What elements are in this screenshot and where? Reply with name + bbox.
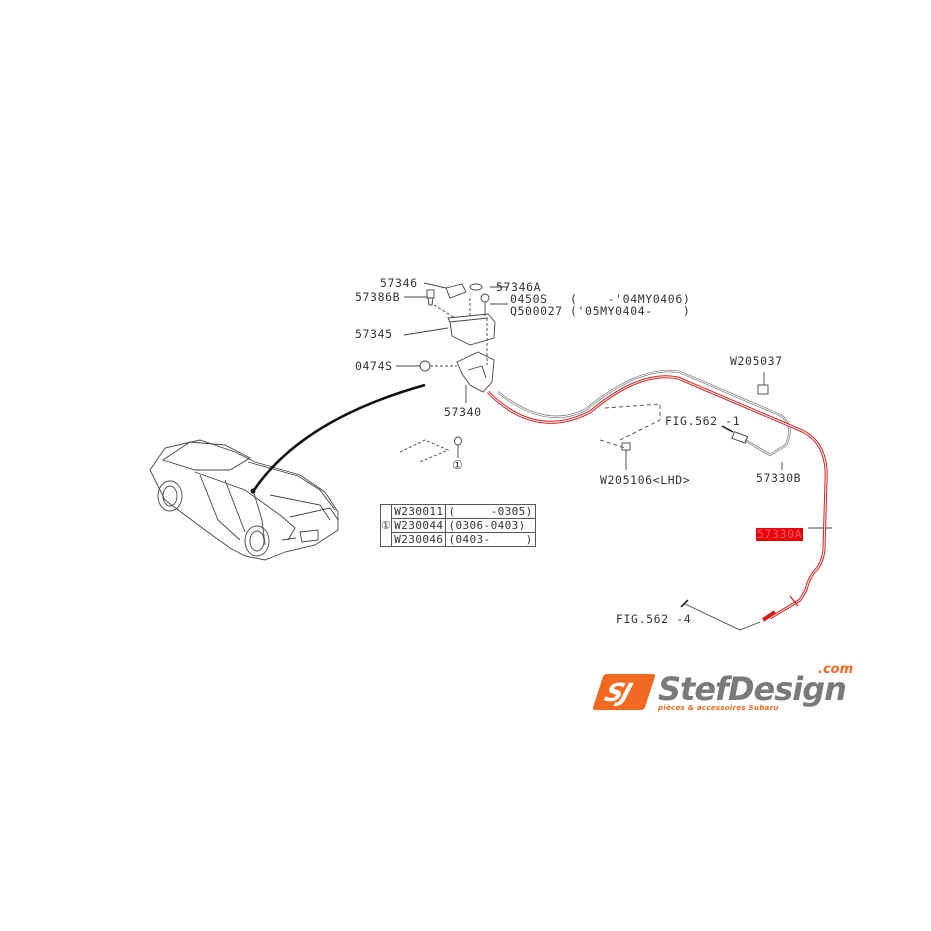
alternate-parts-table: ① W230011 ( -0305) W230044 (0306-0403) W… (379, 504, 536, 547)
label-fig562-1: FIG.562 -1 (665, 414, 741, 428)
ref-circle-1: ① (452, 458, 464, 472)
label-W205106: W205106<LHD> (600, 473, 691, 487)
label-57330B: 57330B (756, 471, 802, 485)
label-Q500027-range: ('05MY0404- ) (570, 304, 691, 318)
label-57330A-highlighted[interactable]: 57330A (756, 527, 804, 541)
location-pointer (250, 383, 426, 494)
label-0450S-range: ( -'04MY0406) (570, 292, 691, 306)
label-57345: 57345 (355, 327, 393, 341)
label-57346: 57346 (380, 276, 418, 290)
stefdesign-logo: SJ StefDesign .com pièces & accessoires … (592, 662, 858, 718)
label-0450S: 0450S (510, 292, 548, 306)
table-cell-range: ( -0305) (445, 504, 536, 519)
logo-tagline: pièces & accessoires Subaru (658, 704, 779, 712)
table-cell-range: (0306-0403) (445, 518, 536, 533)
label-Q500027: Q500027 (510, 304, 563, 318)
label-0474S: 0474S (355, 359, 393, 373)
logo-domain: .com (818, 662, 854, 677)
table-cell-range: (0403- ) (445, 532, 536, 547)
label-fig562-4: FIG.562 -4 (616, 612, 692, 626)
label-57346A: 57346A (496, 280, 542, 294)
table-cell-part: W230046 (391, 532, 447, 547)
hood-latch-assembly (399, 283, 496, 463)
label-57340: 57340 (444, 405, 482, 419)
ref-circle-1: ① (379, 504, 393, 547)
table-cell-part: W230011 (391, 504, 447, 519)
logo-wordmark: StefDesign (658, 670, 847, 708)
logo-mark: SJ (592, 674, 656, 710)
label-57386B: 57386B (355, 290, 401, 304)
table-cell-part: W230044 (391, 518, 447, 533)
label-W205037: W205037 (730, 354, 783, 368)
car-illustration (149, 439, 339, 561)
leader-lines (396, 282, 832, 529)
